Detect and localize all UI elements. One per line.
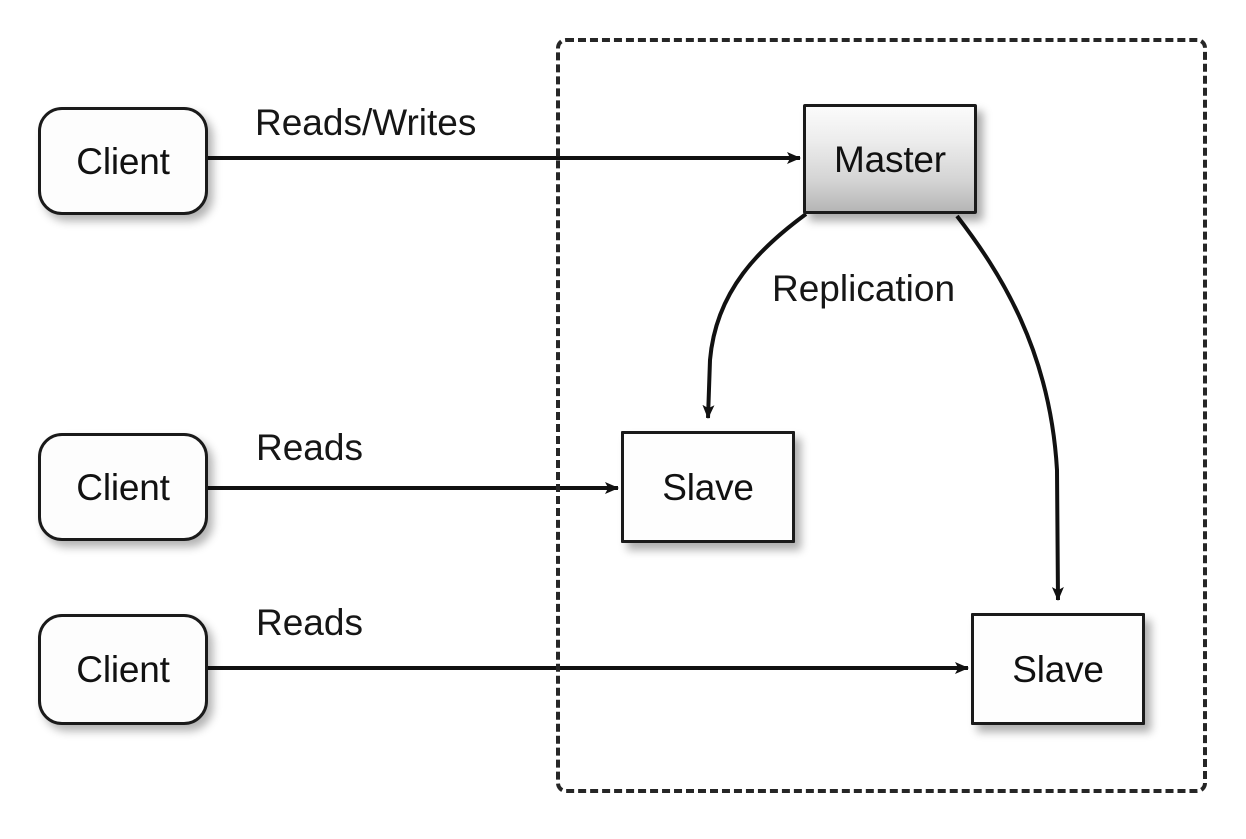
node-slave-1[interactable]: Slave — [621, 431, 795, 543]
node-slave-1-label: Slave — [662, 466, 754, 508]
edge-label-reads-slave-1: Reads — [256, 427, 363, 468]
replication-cluster-boundary — [556, 38, 1207, 793]
node-client-1[interactable]: Client — [38, 107, 208, 215]
edge-master-slave2-curve — [955, 214, 1064, 601]
edge-label-reads-writes: Reads/Writes — [255, 102, 477, 143]
node-master-label: Master — [834, 138, 946, 180]
node-slave-2-label: Slave — [1012, 648, 1104, 690]
node-client-3[interactable]: Client — [38, 614, 208, 725]
node-master[interactable]: Master — [803, 104, 977, 214]
node-client-2-label: Client — [76, 466, 170, 508]
node-client-3-label: Client — [76, 649, 170, 690]
node-slave-2[interactable]: Slave — [971, 613, 1145, 725]
edge-label-replication: Replication — [772, 268, 956, 309]
node-client-1-label: Client — [76, 140, 170, 182]
edge-master-slave1-curve — [702, 212, 808, 419]
edge-label-reads-slave-2: Reads — [256, 602, 363, 643]
node-client-2[interactable]: Client — [38, 433, 208, 541]
